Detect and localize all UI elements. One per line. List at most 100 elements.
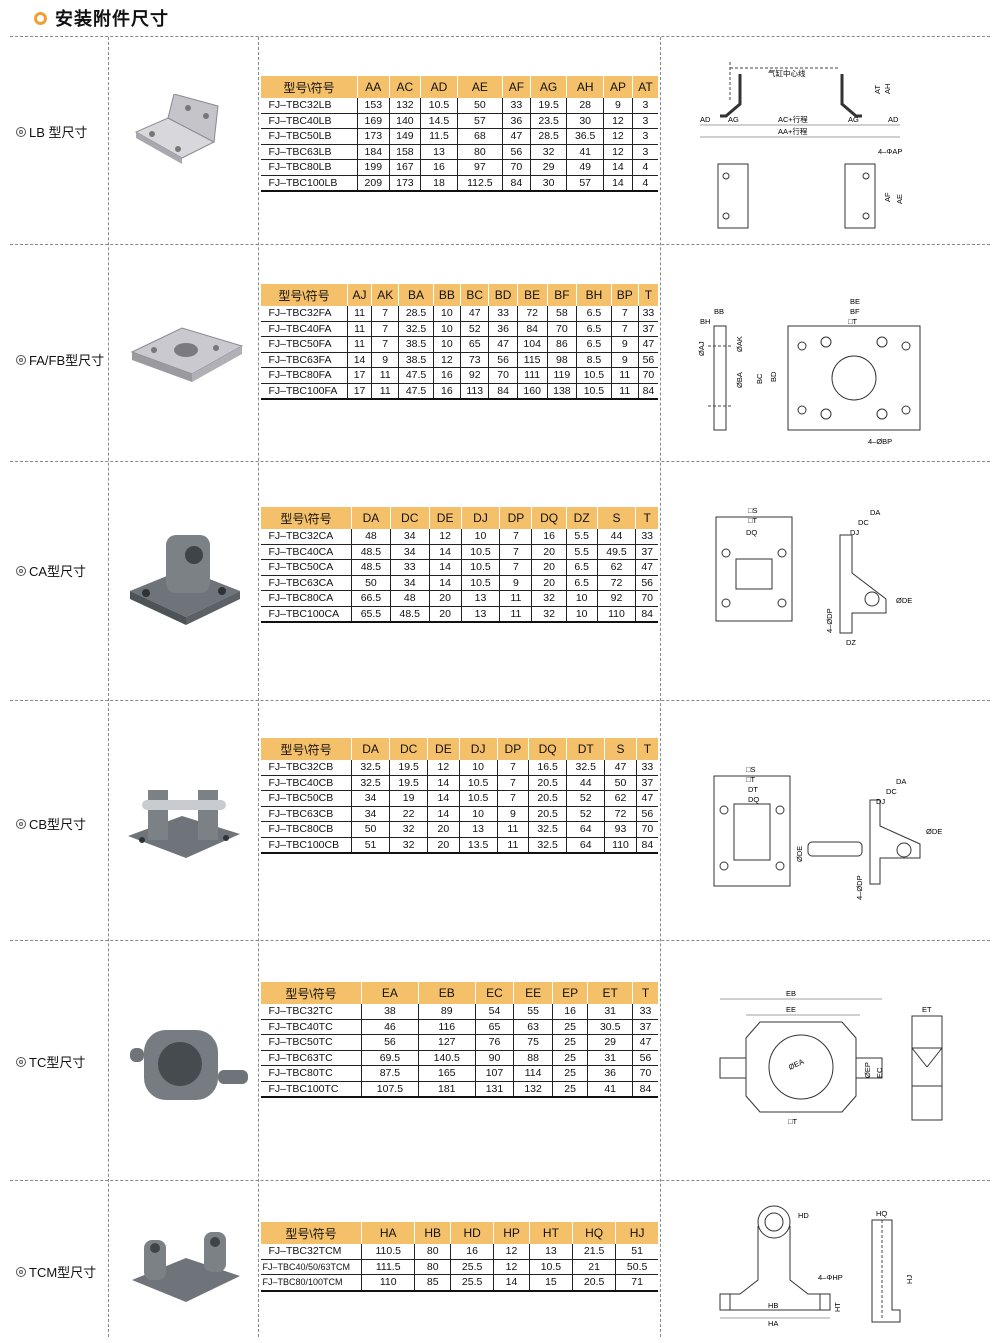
svg-text:DJ: DJ — [850, 528, 859, 537]
svg-text:□T: □T — [748, 516, 758, 525]
svg-text:AG: AG — [848, 115, 859, 124]
svg-text:DC: DC — [858, 518, 869, 527]
svg-text:气缸中心线: 气缸中心线 — [768, 68, 806, 78]
svg-text:AD: AD — [888, 115, 899, 124]
svg-text:ØEP: ØEP — [863, 1062, 872, 1078]
tcm-mount-photo — [132, 1232, 240, 1302]
svg-text:AD: AD — [700, 115, 711, 124]
svg-text:AT: AT — [873, 85, 882, 94]
svg-text:BB: BB — [714, 307, 724, 316]
circle-bullet-icon — [16, 818, 26, 829]
divider — [108, 37, 109, 1337]
svg-text:EC: EC — [875, 1067, 884, 1078]
title-ring-icon — [34, 11, 47, 25]
svg-text:HB: HB — [768, 1301, 778, 1310]
svg-text:ØAK: ØAK — [735, 336, 744, 352]
svg-text:ØEA: ØEA — [787, 1057, 805, 1072]
svg-text:AA+行程: AA+行程 — [778, 126, 808, 136]
svg-text:□T: □T — [746, 775, 756, 784]
circle-bullet-icon — [16, 126, 26, 137]
svg-text:ØBA: ØBA — [735, 372, 744, 388]
section-label: CA型尺寸 — [16, 561, 86, 580]
circle-bullet-icon — [16, 1266, 26, 1277]
svg-text:4–ΦHP: 4–ΦHP — [818, 1273, 843, 1282]
svg-text:□T: □T — [788, 1117, 798, 1126]
svg-text:HD: HD — [798, 1211, 809, 1220]
svg-text:4–ØBP: 4–ØBP — [868, 437, 892, 446]
svg-text:AE: AE — [895, 194, 904, 204]
svg-text:ØDE: ØDE — [896, 596, 912, 605]
divider — [10, 1180, 990, 1181]
lb-bracket-photo — [134, 94, 219, 164]
section-label: TC型尺寸 — [16, 1052, 85, 1071]
tc-trunnion-photo — [130, 1030, 248, 1100]
svg-text:DA: DA — [870, 508, 880, 517]
svg-text:ØAJ: ØAJ — [697, 341, 706, 356]
divider — [258, 37, 259, 1337]
divider — [10, 461, 990, 462]
page-title: 安装附件尺寸 — [34, 6, 169, 30]
ca-drawing: □S □T DQ DA DC DJ ØDE 4–ØDP DZ — [715, 506, 912, 647]
svg-text:HJ: HJ — [905, 1275, 914, 1284]
divider — [660, 37, 661, 1337]
svg-text:EE: EE — [786, 1005, 796, 1014]
svg-text:□S: □S — [746, 765, 756, 774]
svg-text:HT: HT — [833, 1302, 842, 1312]
page-title-text: 安装附件尺寸 — [55, 9, 169, 29]
section-label: CB型尺寸 — [16, 814, 86, 833]
svg-text:HA: HA — [768, 1319, 778, 1328]
svg-text:DA: DA — [896, 777, 906, 786]
svg-text:BH: BH — [700, 317, 710, 326]
ca-clevis-photo — [130, 535, 240, 625]
svg-text:ET: ET — [922, 1005, 932, 1014]
svg-text:BC: BC — [755, 373, 764, 384]
svg-text:DQ: DQ — [748, 795, 759, 804]
circle-bullet-icon — [16, 565, 26, 576]
svg-text:DZ: DZ — [846, 638, 856, 647]
svg-text:EB: EB — [786, 989, 796, 998]
svg-text:HQ: HQ — [876, 1209, 887, 1218]
section-label: TCM型尺寸 — [16, 1262, 96, 1281]
svg-text:4–ØDP: 4–ØDP — [855, 875, 864, 900]
circle-bullet-icon — [16, 354, 26, 365]
svg-text:4–ΦAP: 4–ΦAP — [878, 147, 902, 156]
section-label: LB 型尺寸 — [16, 122, 88, 141]
fa-flange-photo — [130, 327, 244, 382]
svg-text:AC+行程: AC+行程 — [778, 114, 808, 124]
svg-text:DC: DC — [886, 787, 897, 796]
svg-text:DQ: DQ — [746, 528, 757, 537]
section-label: FA/FB型尺寸 — [16, 350, 104, 369]
divider — [10, 700, 990, 701]
svg-text:AG: AG — [728, 115, 739, 124]
